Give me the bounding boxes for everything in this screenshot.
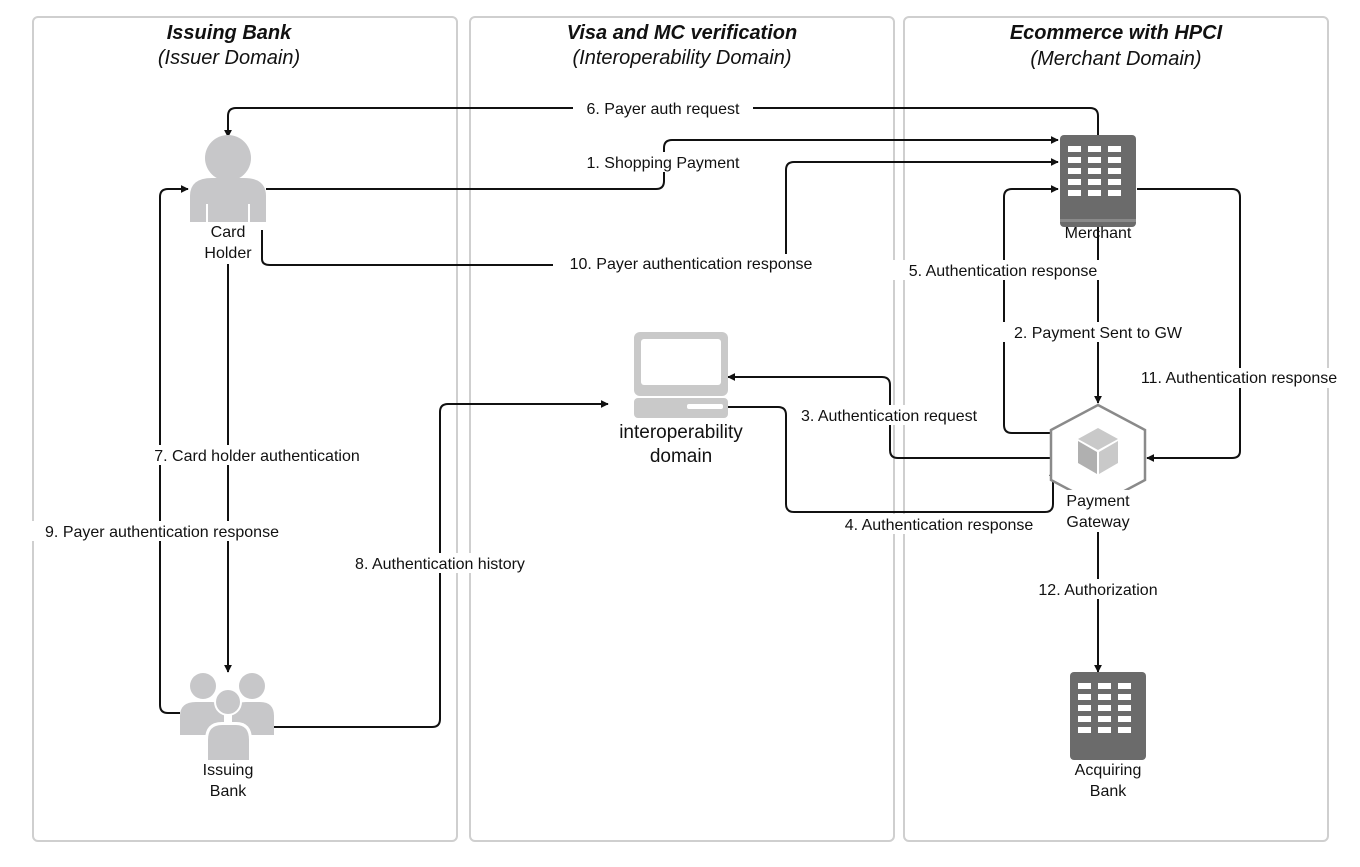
- payment-gateway-cube-icon: [1049, 403, 1147, 507]
- merchant-building-icon: [1060, 135, 1136, 227]
- card-holder-label-line1: Card: [211, 224, 246, 241]
- lane-merchant-title: Ecommerce with HPCI: [1010, 22, 1223, 44]
- edge-12-label: 12. Authorization: [1038, 582, 1157, 599]
- acquiring-bank-label-line2: Bank: [1090, 783, 1127, 800]
- edge-4-line: [728, 406, 1057, 513]
- edge-1-label: 1. Shopping Payment: [587, 155, 741, 172]
- interop-label-line2: domain: [650, 446, 712, 467]
- payment-gateway-label-line1: Payment: [1066, 493, 1130, 510]
- edge-4-label: 4. Authentication response: [845, 517, 1034, 534]
- card-holder-label-line2: Holder: [204, 245, 252, 262]
- interop-label-line1: interoperability: [619, 422, 743, 443]
- edge-5-label: 5. Authentication response: [909, 263, 1098, 280]
- acquiring-bank-building-icon: [1070, 672, 1146, 760]
- edge-10-label: 10. Payer authentication response: [570, 256, 813, 273]
- edge-8-label: 8. Authentication history: [355, 556, 525, 573]
- lane-interop-title: Visa and MC verification: [567, 22, 797, 44]
- edge-10-line: [261, 158, 1059, 266]
- issuing-bank-label-line1: Issuing: [203, 762, 254, 779]
- edge-11-line: [1137, 188, 1241, 462]
- lane-interoperability: Visa and MC verification (Interoperabili…: [469, 16, 895, 842]
- lane-interop-subtitle: (Interoperability Domain): [573, 47, 792, 69]
- payment-gateway-label-line2: Gateway: [1066, 514, 1129, 531]
- issuing-bank-people-icon: [180, 673, 274, 762]
- edge-11-label: 11. Authentication response: [1141, 370, 1337, 387]
- issuing-bank-label-line2: Bank: [210, 783, 247, 800]
- edge-6-label: 6. Payer auth request: [587, 101, 741, 118]
- edge-2-label: 2. Payment Sent to GW: [1014, 325, 1183, 342]
- lane-issuer-subtitle: (Issuer Domain): [158, 47, 300, 69]
- interop-computer-icon: [634, 332, 728, 418]
- lane-merchant-subtitle: (Merchant Domain): [1030, 48, 1201, 70]
- merchant-label: Merchant: [1065, 225, 1132, 242]
- edge-7-label: 7. Card holder authentication: [154, 448, 359, 465]
- edge-5-line: [1003, 185, 1059, 434]
- edge-9-label: 9. Payer authentication response: [45, 524, 279, 541]
- edge-3-label: 3. Authentication request: [801, 408, 978, 425]
- acquiring-bank-label-line1: Acquiring: [1075, 762, 1142, 779]
- lane-issuer-title: Issuing Bank: [167, 22, 292, 44]
- lane-merchant: Ecommerce with HPCI (Merchant Domain): [903, 16, 1329, 842]
- lane-issuer: Issuing Bank (Issuer Domain): [32, 16, 458, 842]
- card-holder-person-icon: [190, 135, 266, 222]
